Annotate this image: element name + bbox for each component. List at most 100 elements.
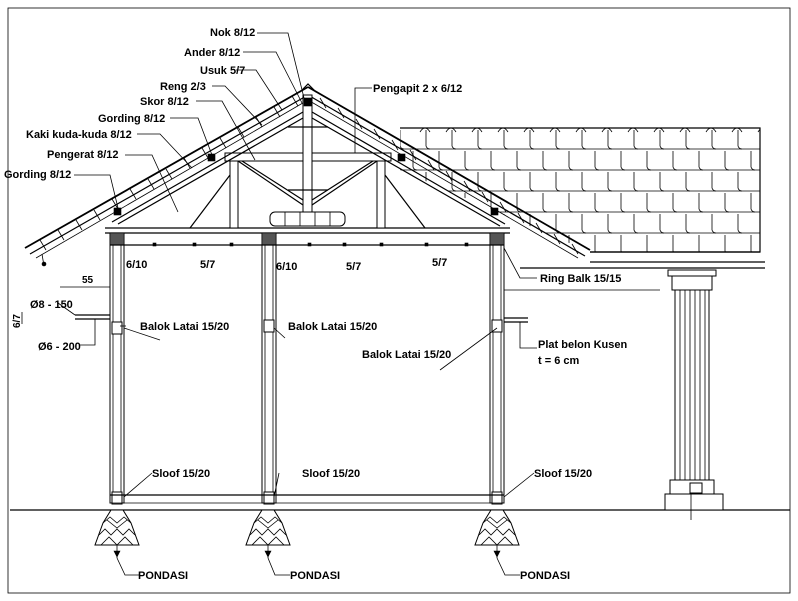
label-sloof-2: Sloof 15/20 — [302, 468, 360, 480]
label-skor: Skor 8/12 — [140, 96, 189, 108]
tile-edge — [646, 193, 652, 213]
tile-edge — [672, 151, 678, 171]
tile-edge — [685, 130, 691, 150]
joist-dots — [152, 242, 469, 247]
tile-edge — [685, 214, 691, 234]
label-ander: Ander 8/12 — [184, 47, 240, 59]
tile-edge — [451, 172, 457, 192]
tile-edge — [555, 130, 561, 150]
label-dim-55: 55 — [82, 275, 94, 286]
tile-cap — [757, 128, 760, 133]
label-balok-latai-3: Balok Latai 15/20 — [362, 349, 451, 361]
tile-edge — [633, 214, 639, 234]
tile-edge — [477, 130, 483, 150]
tile-cap — [471, 128, 483, 133]
label-balok-latai-2: Balok Latai 15/20 — [288, 321, 377, 333]
tile-edge — [750, 151, 756, 171]
tile-edge — [400, 130, 405, 150]
tile-edge — [737, 214, 743, 234]
tile-edge — [581, 172, 587, 192]
label-pondasi-1: PONDASI — [138, 570, 188, 582]
tile-edge — [425, 214, 431, 234]
label-phi150: Ø8 - 150 — [30, 299, 73, 311]
tile-edge — [672, 193, 678, 213]
tile-edge — [438, 193, 444, 213]
tile-edge — [451, 130, 457, 150]
left-tile-hatching — [39, 95, 299, 251]
tile-cap — [575, 128, 587, 133]
tile-edge — [412, 151, 418, 171]
tile-edge — [646, 235, 652, 252]
tile-edge — [607, 130, 613, 150]
label-plat-belon-2: t = 6 cm — [538, 355, 579, 367]
tile-edge — [737, 172, 743, 192]
tile-edge — [620, 193, 626, 213]
tile-edge — [659, 130, 665, 150]
tile-edge — [568, 151, 574, 171]
tile-cap — [549, 128, 561, 133]
tile-cap — [679, 128, 691, 133]
tile-edge — [529, 172, 535, 192]
tile-edge — [594, 193, 600, 213]
tile-edge — [633, 130, 639, 150]
tile-edge — [581, 214, 587, 234]
tile-edge — [400, 214, 405, 234]
label-kaki-kuda: Kaki kuda-kuda 8/12 — [26, 129, 132, 141]
label-pondasi-2: PONDASI — [290, 570, 340, 582]
drawing-border — [7, 7, 791, 594]
tile-edge — [620, 235, 626, 252]
tile-edge — [698, 151, 704, 171]
label-nok: Nok 8/12 — [210, 27, 255, 39]
tile-edge — [737, 130, 743, 150]
tile-edge — [698, 193, 704, 213]
label-sloof-1: Sloof 15/20 — [152, 468, 210, 480]
tile-edge — [724, 151, 730, 171]
tile-edge — [594, 151, 600, 171]
tile-cap — [419, 128, 431, 133]
tile-edge — [555, 214, 561, 234]
tile-edge — [659, 214, 665, 234]
middle-column — [261, 232, 277, 505]
label-joist-57-a: 5/7 — [200, 259, 215, 271]
right-column — [489, 232, 505, 505]
label-reng: Reng 2/3 — [160, 81, 206, 93]
tile-edge — [620, 151, 626, 171]
label-sloof-3: Sloof 15/20 — [534, 468, 592, 480]
tile-edge — [529, 130, 535, 150]
label-gording-top: Gording 8/12 — [98, 113, 165, 125]
label-gording-left: Gording 8/12 — [4, 169, 71, 181]
tile-edge — [425, 172, 431, 192]
tile-edge — [503, 130, 509, 150]
label-balok-latai-1: Balok Latai 15/20 — [140, 321, 229, 333]
label-joist-57-c: 5/7 — [432, 257, 447, 269]
tile-edge — [477, 172, 483, 192]
tile-edge — [425, 130, 431, 150]
tile-edge — [724, 193, 730, 213]
tile-edge — [412, 193, 418, 213]
tile-edge — [750, 193, 756, 213]
tile-edge — [685, 172, 691, 192]
roof-tile-elevation — [400, 128, 760, 252]
tile-cap — [705, 128, 717, 133]
foundation-1 — [94, 509, 140, 558]
label-col-610-mid: 6/10 — [276, 261, 297, 273]
tile-edge — [594, 235, 600, 252]
tile-edge — [750, 235, 756, 252]
tile-edge — [555, 172, 561, 192]
label-pengapit: Pengapit 2 x 6/12 — [373, 83, 462, 95]
tile-edge — [451, 214, 457, 234]
tile-edge — [711, 172, 717, 192]
tile-cap — [523, 128, 535, 133]
tile-edge — [646, 151, 652, 171]
decorative-pillar — [664, 269, 724, 520]
tile-edge — [438, 151, 444, 171]
label-pengerat: Pengerat 8/12 — [47, 149, 119, 161]
foundation-3 — [474, 509, 520, 558]
tile-edge — [464, 151, 470, 171]
tile-edge — [607, 172, 613, 192]
label-phi200: Ø6 - 200 — [38, 341, 81, 353]
label-plat-belon-1: Plat belon Kusen — [538, 339, 628, 351]
tile-cap — [627, 128, 639, 133]
tile-edge — [581, 130, 587, 150]
